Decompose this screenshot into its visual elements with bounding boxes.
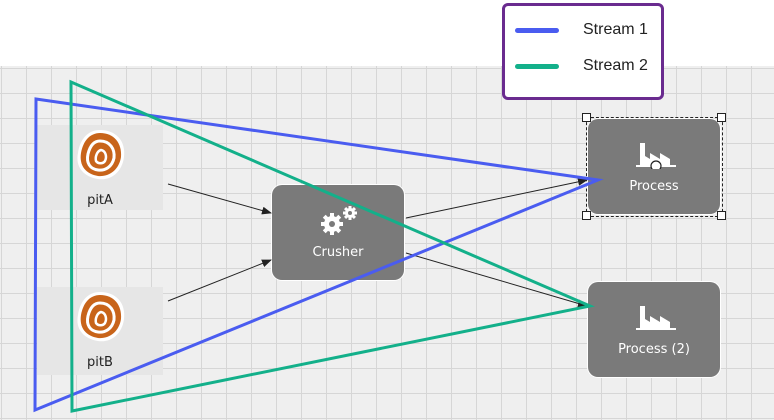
resize-handle-bottom-left[interactable] — [582, 211, 591, 220]
process-label: Process — [629, 179, 679, 194]
legend-item-stream-1: Stream 1 — [515, 20, 648, 40]
legend: Stream 1 Stream 2 — [502, 3, 664, 100]
process-2-label: Process (2) — [618, 342, 690, 357]
ore-pit-icon — [77, 130, 125, 180]
legend-label: Stream 2 — [583, 57, 648, 74]
node-process[interactable]: Process — [588, 119, 720, 214]
pitA-label: pitA — [87, 193, 113, 208]
node-pitB[interactable]: pitB — [70, 287, 130, 377]
node-pitA[interactable]: pitA — [70, 125, 130, 215]
node-process-2[interactable]: Process (2) — [588, 282, 720, 377]
stream-1-path[interactable] — [33, 97, 604, 413]
connection-pitA-crusher[interactable] — [167, 183, 272, 215]
legend-item-stream-2: Stream 2 — [515, 56, 648, 76]
gears-icon — [321, 206, 357, 235]
resize-handle-top-right[interactable] — [717, 113, 726, 122]
node-crusher[interactable]: Crusher — [272, 185, 404, 280]
connection-crusher-process[interactable] — [405, 177, 588, 219]
crusher-label: Crusher — [312, 245, 364, 260]
connection-pitB-crusher[interactable] — [167, 259, 272, 302]
stream-2-path[interactable] — [69, 79, 595, 413]
stream-1-swatch — [515, 27, 559, 33]
resize-handle-bottom-right[interactable] — [717, 211, 726, 220]
connections — [167, 177, 588, 308]
ore-pit-icon — [77, 292, 125, 342]
resize-handle-top-left[interactable] — [582, 113, 591, 122]
stream-2-swatch — [515, 63, 559, 69]
factory-icon — [636, 306, 676, 330]
selection-box — [586, 117, 723, 217]
factory-icon — [636, 143, 676, 169]
connection-crusher-process-2[interactable] — [405, 252, 588, 308]
pitB-label: pitB — [87, 355, 113, 370]
legend-label: Stream 1 — [583, 21, 648, 38]
